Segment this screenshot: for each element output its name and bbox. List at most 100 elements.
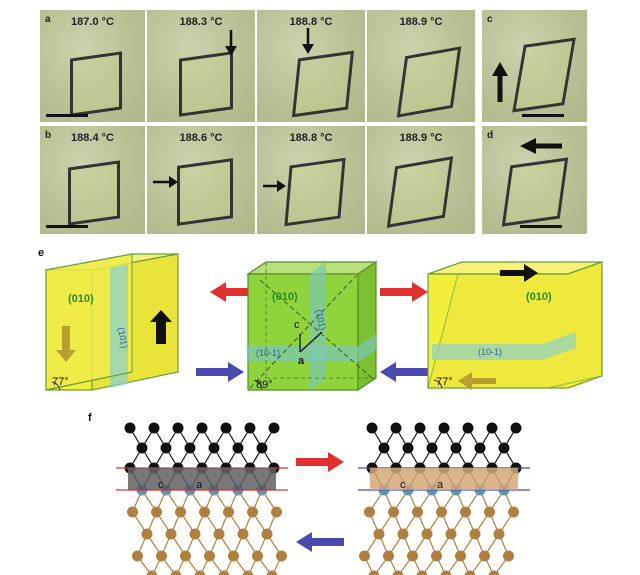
axis-a-label: a <box>298 355 305 367</box>
scale-bar <box>522 114 564 117</box>
bond <box>271 555 283 575</box>
bond <box>247 555 259 575</box>
bond <box>237 427 251 449</box>
axis-c-label: c <box>294 319 300 331</box>
bond <box>199 555 211 575</box>
bond <box>383 489 395 513</box>
bond <box>387 533 404 557</box>
bond <box>411 533 428 557</box>
bond <box>407 489 419 513</box>
bond <box>491 427 505 449</box>
bond <box>443 427 457 449</box>
bond <box>395 427 409 449</box>
bond <box>488 511 500 535</box>
bond <box>443 447 457 469</box>
bond <box>131 511 148 535</box>
axis-c-label-left: c <box>158 479 164 491</box>
bond <box>223 555 235 575</box>
bond <box>189 427 203 449</box>
bond <box>503 489 515 513</box>
bond <box>177 447 191 469</box>
bond <box>256 533 268 557</box>
bond <box>395 447 409 469</box>
bond <box>459 533 476 557</box>
bond <box>371 427 385 449</box>
bond <box>383 427 397 449</box>
bond <box>455 489 467 513</box>
micrograph-a2: 188.3 °C <box>147 10 255 122</box>
bond <box>177 427 191 449</box>
bond <box>170 511 182 535</box>
bond <box>416 489 433 513</box>
down-arrow-icon <box>56 326 76 362</box>
bond <box>431 427 445 449</box>
micrograph-b3: 188.8 °C <box>257 126 365 234</box>
panel-label-a: a <box>45 14 51 25</box>
bond <box>194 511 206 535</box>
panel-label-c: c <box>487 14 493 25</box>
axis-c-label-right: c <box>400 479 406 491</box>
bond <box>213 447 227 469</box>
bond <box>165 427 179 449</box>
crystal-center <box>246 260 378 392</box>
bond <box>464 489 481 513</box>
bond <box>242 533 259 557</box>
scale-bar <box>520 225 562 228</box>
bond <box>491 447 505 469</box>
bond <box>208 533 220 557</box>
bond <box>474 533 486 557</box>
bond <box>251 489 263 513</box>
bond <box>225 427 239 449</box>
temperature-label: 188.8 °C <box>289 16 333 28</box>
micrograph-a1: a 187.0 °C <box>40 10 145 122</box>
bond <box>179 511 196 535</box>
bond <box>227 489 239 513</box>
bond <box>233 555 249 575</box>
bond <box>232 533 244 557</box>
bond <box>450 511 467 535</box>
bond <box>435 555 447 575</box>
panel-label-f: f <box>88 412 92 424</box>
bond <box>261 447 275 469</box>
bond <box>392 489 409 513</box>
bond <box>194 533 211 557</box>
blue-arrow-icon <box>296 532 344 552</box>
blue-arrow-left-icon <box>380 362 428 382</box>
temperature-label: 187.0 °C <box>71 16 114 28</box>
crystal <box>386 156 454 228</box>
bond <box>209 555 225 575</box>
bond <box>189 447 203 469</box>
crystal <box>396 46 462 118</box>
bond <box>141 489 158 513</box>
bond <box>363 533 380 557</box>
bond <box>419 427 433 449</box>
bond <box>397 555 413 575</box>
bond <box>170 533 187 557</box>
bond <box>151 555 163 575</box>
bond <box>363 555 375 575</box>
micrograph-b1: b 188.4 °C <box>40 126 145 234</box>
bond <box>440 511 452 535</box>
bond <box>426 511 443 535</box>
bond <box>213 489 230 513</box>
bond <box>257 555 273 575</box>
panel-e-diagram: (010) (101) 77° (010) (101) (10-1) c a 8… <box>45 253 603 392</box>
bond <box>203 511 220 535</box>
bond <box>464 511 476 535</box>
bond <box>383 447 397 469</box>
bond <box>445 555 461 575</box>
blue-arrow-right-icon <box>196 362 244 382</box>
bond <box>251 511 268 535</box>
scale-bar <box>46 114 88 117</box>
bond <box>227 511 244 535</box>
bond <box>249 447 263 469</box>
bond <box>503 447 517 469</box>
angle-label-left: 77° <box>52 376 69 388</box>
bond <box>161 555 177 575</box>
bond <box>387 555 399 575</box>
red-arrow-icon <box>296 452 344 472</box>
left-arrow-icon <box>458 372 496 390</box>
bond <box>419 447 433 469</box>
crystal-sheared-right <box>427 261 603 389</box>
bond <box>146 533 163 557</box>
